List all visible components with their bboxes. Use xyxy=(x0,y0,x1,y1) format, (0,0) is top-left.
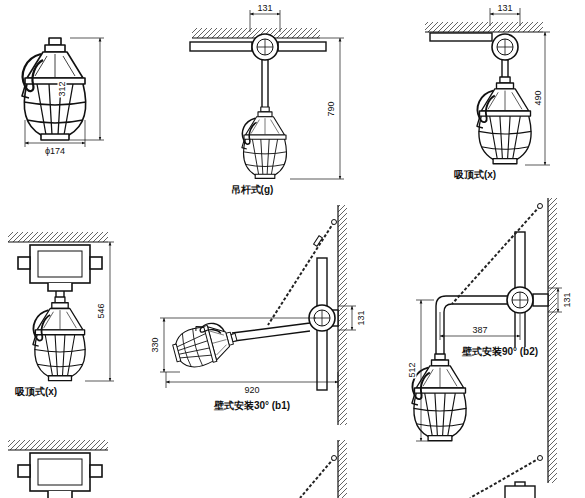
caption-label: 吸顶式(x) xyxy=(453,170,497,180)
dimension-label: 790 xyxy=(327,100,336,117)
dimension-label: 131 xyxy=(357,309,366,326)
caption-label: 壁式安装30° (b1) xyxy=(213,401,291,411)
dimension-label: ϕ174 xyxy=(44,147,66,156)
dimension-label: 131 xyxy=(563,291,572,308)
caption-label: 吸顶式(x) xyxy=(14,387,58,397)
dimension-label: 387 xyxy=(471,326,488,335)
dimension-label: 512 xyxy=(408,361,417,378)
dimension-label: 546 xyxy=(97,302,106,319)
caption-label: 吊杆式(g) xyxy=(230,185,275,195)
dimension-label: 131 xyxy=(496,4,513,13)
dimension-label: 330 xyxy=(151,336,160,353)
dimension-label: 312 xyxy=(58,80,67,97)
dimension-label: 490 xyxy=(534,89,543,106)
caption-label: 壁式安装90° (b2) xyxy=(461,347,539,357)
dimension-label: 131 xyxy=(256,4,273,13)
dimension-label: 920 xyxy=(243,386,260,395)
